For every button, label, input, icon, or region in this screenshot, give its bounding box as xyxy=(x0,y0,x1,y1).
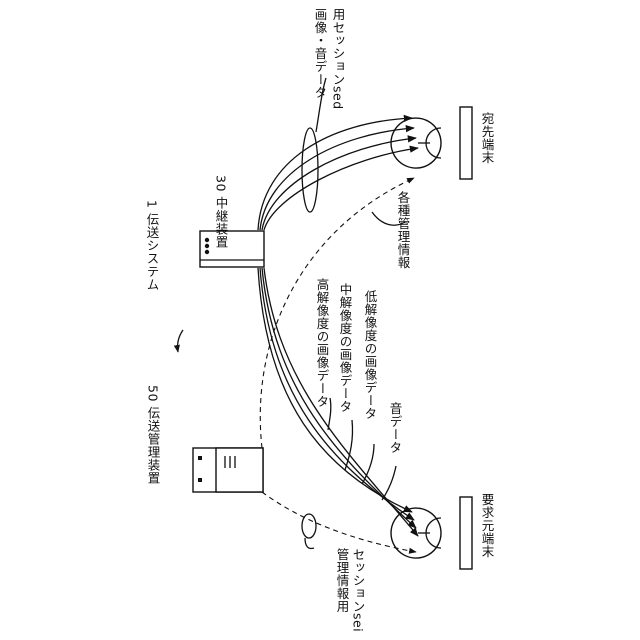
destination-terminal-person xyxy=(391,118,441,168)
relay-indicator-dot xyxy=(205,244,209,248)
mid-res-label: 中解像度の画像データ xyxy=(338,282,353,413)
destination-terminal xyxy=(391,107,472,179)
relay-device-label: 30 中継装置 xyxy=(214,175,229,248)
destination-terminal-label: 宛先端末 xyxy=(480,111,495,164)
stream-arrow xyxy=(258,118,412,230)
relay-device-body xyxy=(200,231,264,267)
audio-leader xyxy=(382,466,396,500)
request-source-terminal-label: 要求元端末 xyxy=(480,493,495,558)
mgmt-session-leader xyxy=(305,538,314,549)
relay-indicator-dot xyxy=(205,238,209,242)
transmission-mgmt-device-label: 50 伝送管理装置 xyxy=(146,385,161,484)
media-session-label-line2: 用セッションsed xyxy=(331,8,346,110)
relay-indicator-dot xyxy=(205,250,209,254)
mgmt-session-label-line1: 管理情報用 xyxy=(335,547,350,613)
system-label: 1 伝送システム xyxy=(145,200,160,291)
audio-label: 音データ xyxy=(388,401,403,454)
mgmt-session-label-line2: セッションsei xyxy=(351,548,366,632)
mgmt-device-indicator xyxy=(198,478,202,482)
destination-terminal-desk xyxy=(460,107,472,179)
mgmt-device-indicator xyxy=(198,456,202,460)
high-res-label: 高解像度の画像データ xyxy=(315,277,330,408)
low-res-label: 低解像度の画像データ xyxy=(363,290,378,420)
relay-device xyxy=(200,231,264,267)
system-pointer-arrow xyxy=(178,330,183,352)
media-session-label-line1: 画像・音データ xyxy=(313,8,328,99)
various-mgmt-info-label: 各種管理情報 xyxy=(396,190,411,269)
mgmt-session-ellipse xyxy=(302,514,316,538)
transmission-mgmt-device xyxy=(193,448,263,492)
media-session-ellipse xyxy=(302,128,318,212)
mgmt-device-panel xyxy=(216,448,263,492)
stream-arrow xyxy=(258,268,412,512)
request-terminal-desk xyxy=(460,497,472,569)
